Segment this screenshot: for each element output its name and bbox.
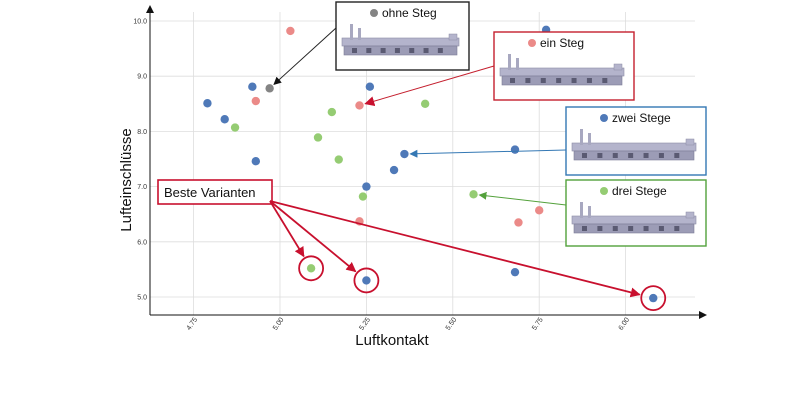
best-variant-ring-0 (298, 255, 325, 282)
point-ein-steg-2 (355, 101, 364, 110)
y-tick-label-0: 5.0 (137, 295, 147, 302)
x-tick-label-0: 4.75 (186, 316, 200, 331)
axes (146, 5, 707, 319)
point-zwei-stege-8 (362, 276, 371, 285)
legend-label: ohne Steg (382, 6, 437, 20)
point-drei-stege-7 (469, 190, 478, 199)
legend-marker (600, 114, 608, 122)
part-illustration-icon (571, 202, 697, 234)
best-variant-arrow-2 (269, 200, 641, 298)
legend-marker (528, 39, 536, 47)
point-zwei-stege-7 (362, 182, 371, 191)
point-drei-stege-6 (306, 264, 316, 273)
legend-marker (600, 187, 608, 195)
legend-label: drei Stege (612, 184, 667, 198)
legend-frame (565, 106, 707, 176)
part-illustration-icon (499, 54, 625, 86)
legend-box-0: ohne Steg (335, 1, 470, 71)
x-tick-label-1: 5.00 (272, 316, 286, 331)
data-points (203, 25, 658, 303)
legend: ohne Steg ein Steg zwei Stege drei Stege (335, 1, 707, 247)
legend-label: ein Steg (540, 36, 584, 50)
point-drei-stege-4 (420, 99, 430, 109)
legend-arrow-0 (273, 27, 337, 85)
point-zwei-stege-2 (248, 82, 257, 91)
point-ein-steg-4 (514, 218, 523, 227)
point-ohne-steg-0 (265, 84, 274, 93)
point-zwei-stege-0 (203, 99, 212, 108)
part-illustration-icon (571, 129, 697, 161)
x-axis-label: Luftkontakt (355, 332, 429, 349)
point-zwei-stege-6 (389, 165, 399, 175)
point-drei-stege-5 (358, 192, 368, 201)
legend-arrow-1 (364, 65, 495, 107)
point-drei-stege-1 (327, 107, 337, 117)
legend-arrow-3 (478, 191, 567, 206)
part-illustration-icon (341, 24, 460, 56)
best-variant-ring-2 (640, 285, 667, 312)
y-tick-label-1: 6.0 (137, 239, 147, 246)
point-zwei-stege-5 (400, 149, 409, 159)
legend-box-2: zwei Stege (565, 106, 707, 176)
x-tick-label-4: 5.75 (531, 316, 545, 331)
point-zwei-stege-12 (649, 293, 658, 303)
point-zwei-stege-4 (365, 82, 375, 91)
point-drei-stege-3 (334, 155, 343, 164)
point-zwei-stege-1 (220, 115, 229, 124)
best-variant-arrow-1 (269, 200, 357, 273)
point-ein-steg-0 (286, 26, 295, 36)
best-variants-label: Beste Varianten (164, 185, 256, 200)
y-tick-label-3: 8.0 (137, 129, 147, 136)
point-zwei-stege-9 (510, 145, 520, 154)
point-zwei-stege-10 (510, 267, 520, 277)
legend-box-3: drei Stege (565, 179, 707, 247)
point-drei-stege-0 (230, 123, 240, 132)
legend-box-1: ein Steg (493, 31, 635, 101)
legend-arrow-2 (409, 149, 567, 158)
x-tick-label-5: 6.00 (618, 316, 632, 331)
point-ein-steg-1 (251, 96, 261, 106)
best-variants-annotation: Beste Varianten (157, 179, 667, 312)
point-zwei-stege-3 (251, 157, 261, 166)
legend-label: zwei Stege (612, 111, 671, 125)
point-drei-stege-2 (313, 133, 323, 142)
best-variant-ring-1 (353, 267, 380, 294)
legend-marker (370, 9, 378, 17)
y-axis-label: Lufteinschlüsse (118, 128, 135, 231)
x-tick-label-2: 5.25 (358, 316, 372, 331)
y-tick-label-4: 9.0 (137, 74, 147, 81)
best-variants-box (157, 179, 273, 205)
x-tick-label-3: 5.50 (445, 316, 459, 331)
y-tick-label-2: 7.0 (137, 184, 147, 191)
point-ein-steg-5 (535, 206, 544, 215)
legend-arrows (273, 27, 567, 206)
y-tick-label-5: 10.0 (133, 19, 147, 26)
best-variant-arrow-0 (269, 200, 305, 258)
